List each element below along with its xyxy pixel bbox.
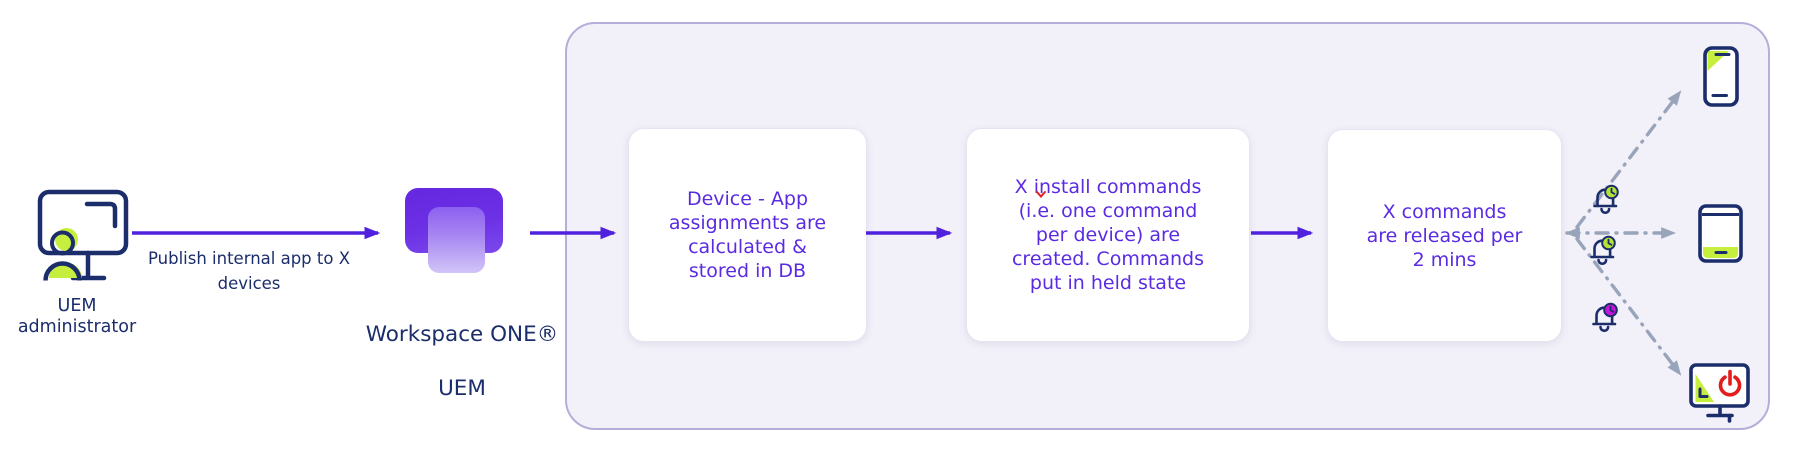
step-text: Device - App assignments are calculated …: [668, 188, 827, 282]
uem-administrator-icon: [37, 189, 129, 281]
desktop-icon: [1689, 363, 1750, 423]
bell-clock-icon: [1592, 302, 1618, 333]
power-icon: [1718, 369, 1742, 397]
step-box-install-commands: X install commands (i.e. one command per…: [966, 128, 1250, 342]
admin-label: UEM administrator: [17, 296, 137, 337]
workspace-one-logo-front: [428, 207, 485, 273]
person-icon: [43, 228, 82, 281]
bell-clock-icon: [1590, 235, 1616, 266]
platform-title: Workspace ONE®: [365, 322, 559, 347]
smartphone-icon: [1703, 46, 1739, 107]
tablet-icon: [1698, 204, 1743, 263]
step-text: X commands are released per 2 mins: [1366, 200, 1523, 271]
bell-clock-icon: [1593, 184, 1619, 215]
platform-label: Workspace ONE® UEM: [332, 294, 592, 429]
publish-arrow-label: Publish internal app to X devices: [147, 249, 351, 293]
step-box-assignments: Device - App assignments are calculated …: [628, 128, 867, 342]
step-text: X install commands (i.e. one command per…: [1011, 176, 1204, 294]
platform-subtitle: UEM: [438, 376, 486, 401]
step-box-release: X commands are released per 2 mins: [1327, 129, 1562, 342]
